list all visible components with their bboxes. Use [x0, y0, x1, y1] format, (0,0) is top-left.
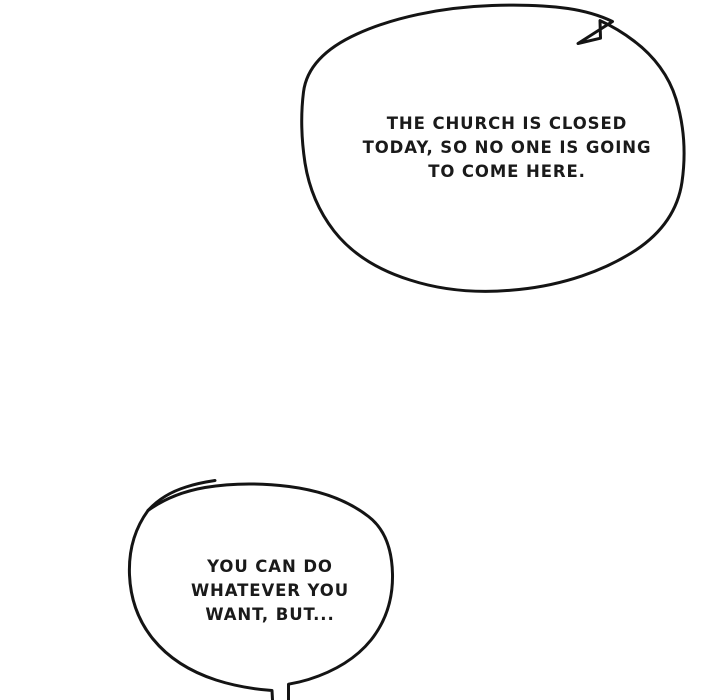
bubble-2-outline [127, 482, 395, 700]
bubble-1-outline [300, 3, 686, 293]
bubble-1-text: THE CHURCH IS CLOSED TODAY, SO NO ONE IS… [362, 114, 652, 181]
bubble-2-outline-top [146, 479, 217, 512]
bubble-2-text: YOU CAN DO WHATEVER YOU WANT, BUT... [190, 557, 350, 624]
bubble-2-group [127, 479, 395, 700]
bubble-1-group [300, 3, 686, 293]
